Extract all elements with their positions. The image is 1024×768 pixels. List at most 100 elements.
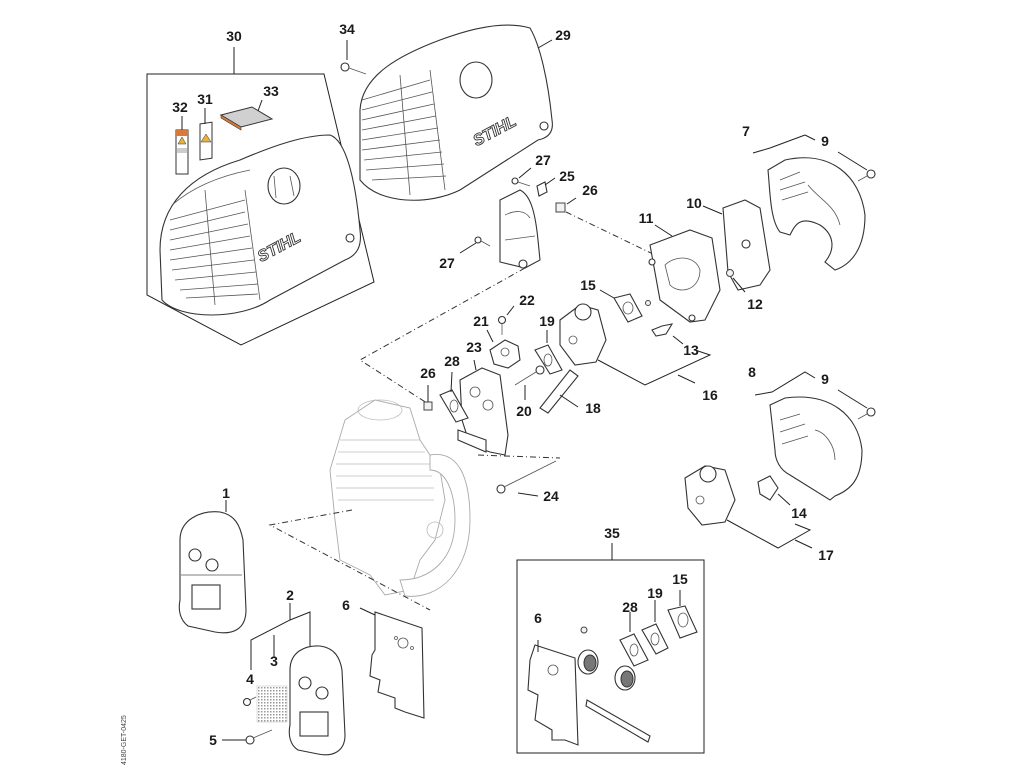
screen-3[interactable]: [256, 685, 288, 723]
gasket-set-35: [516, 543, 705, 754]
carburetor-17[interactable]: [684, 465, 736, 526]
filter-cover-7[interactable]: [767, 157, 866, 271]
callout-4[interactable]: 4: [246, 671, 254, 687]
callout-26-mid[interactable]: 26: [420, 365, 436, 381]
callout-32[interactable]: 32: [172, 99, 188, 115]
gasket-28-kit[interactable]: [619, 612, 649, 667]
screw-27-left[interactable]: [459, 236, 491, 254]
filter-cover-8[interactable]: [769, 396, 863, 501]
callout-33[interactable]: 33: [263, 83, 279, 99]
bracket-21[interactable]: [486, 329, 521, 369]
callout-24[interactable]: 24: [543, 488, 559, 504]
callout-28-kit[interactable]: 28: [622, 599, 638, 615]
heat-shield-6[interactable]: [359, 607, 425, 719]
screw-20[interactable]: [514, 365, 545, 400]
nut-12[interactable]: [726, 269, 746, 293]
callout-28[interactable]: 28: [444, 353, 460, 369]
callout-15[interactable]: 15: [580, 277, 596, 293]
callout-11[interactable]: 11: [639, 210, 654, 226]
intake-boot[interactable]: [499, 189, 541, 269]
callout-12[interactable]: 12: [747, 296, 763, 312]
assembly-line: [565, 211, 656, 256]
leader-29: [537, 39, 553, 49]
drawing-code: 4180-GET-0425: [121, 715, 128, 765]
callout-25[interactable]: 25: [559, 168, 575, 184]
seal-kit-2[interactable]: [614, 665, 636, 691]
gasket-19-kit[interactable]: [641, 600, 669, 655]
callout-16[interactable]: 16: [702, 387, 718, 403]
callout-35[interactable]: 35: [604, 525, 620, 541]
screw-5[interactable]: [222, 729, 273, 745]
callout-13[interactable]: 13: [683, 342, 699, 358]
callout-8[interactable]: 8: [748, 364, 756, 380]
callout-15-kit[interactable]: 15: [672, 571, 688, 587]
callout-10[interactable]: 10: [686, 195, 702, 211]
callout-26-top[interactable]: 26: [582, 182, 598, 198]
leader-7: [752, 134, 806, 154]
decal-33[interactable]: [219, 106, 274, 131]
callout-19-kit[interactable]: 19: [647, 585, 663, 601]
gasket-15[interactable]: [599, 289, 643, 323]
decal-31[interactable]: [199, 121, 213, 161]
gasket-19[interactable]: [534, 330, 563, 375]
leader-16-bracket: [597, 349, 712, 386]
bolt-24[interactable]: [496, 460, 557, 497]
callout-21[interactable]: 21: [473, 313, 489, 329]
muffler-2[interactable]: [288, 645, 346, 756]
manifold-23[interactable]: [457, 359, 509, 456]
choke-13[interactable]: [651, 323, 684, 345]
callout-6-kit[interactable]: 6: [534, 610, 542, 626]
callout-9-top[interactable]: 9: [821, 133, 829, 149]
seal-kit-1[interactable]: [577, 649, 599, 675]
callout-18[interactable]: 18: [585, 400, 601, 416]
callout-20[interactable]: 20: [516, 403, 532, 419]
leader-8: [754, 371, 816, 396]
screw-9-top[interactable]: [837, 151, 876, 182]
nut-26-mid[interactable]: [423, 385, 433, 411]
callout-17[interactable]: 17: [818, 547, 834, 563]
choke-14[interactable]: [757, 475, 791, 506]
decal-32[interactable]: [175, 129, 189, 175]
callout-1[interactable]: 1: [222, 485, 230, 501]
air-filter-10[interactable]: [702, 199, 771, 291]
callout-27-top[interactable]: 27: [535, 152, 551, 168]
callout-31[interactable]: 31: [197, 91, 213, 107]
nut-26-top[interactable]: [555, 197, 577, 213]
callout-27-left[interactable]: 27: [439, 255, 455, 271]
callout-7[interactable]: 7: [742, 123, 750, 139]
screw-27-top[interactable]: [511, 167, 532, 187]
kit-30-frame: [146, 73, 375, 346]
screw-22[interactable]: [497, 305, 515, 335]
callout-6[interactable]: 6: [342, 597, 350, 613]
callout-22[interactable]: 22: [519, 292, 535, 308]
shroud-29[interactable]: STIHL: [359, 24, 553, 201]
callout-2[interactable]: 2: [286, 587, 294, 603]
callout-9-bottom[interactable]: 9: [821, 371, 829, 387]
screw-4[interactable]: [242, 696, 257, 707]
shroud-kit-30: STIHL: [146, 47, 375, 346]
gasket-15-kit[interactable]: [667, 590, 698, 639]
hose-18[interactable]: [539, 369, 579, 414]
shroud-left[interactable]: STIHL: [159, 134, 362, 316]
callout-30[interactable]: 30: [226, 28, 242, 44]
muffler-1[interactable]: [178, 500, 247, 634]
kit-35-frame: [516, 559, 705, 754]
carburetor-16[interactable]: [559, 303, 607, 366]
callout-labels: 30 34 29 32 31 33 27 25 26 27 7 9 10 11 …: [172, 21, 834, 748]
heat-shield-6-kit[interactable]: [527, 640, 579, 746]
assembly-line: [477, 454, 561, 459]
screw-9-bottom[interactable]: [837, 389, 876, 420]
filter-base-11[interactable]: [648, 224, 721, 323]
callout-19[interactable]: 19: [539, 313, 555, 329]
screw-34[interactable]: [340, 40, 367, 75]
callout-5[interactable]: 5: [209, 732, 217, 748]
callout-3[interactable]: 3: [270, 653, 278, 669]
callout-29[interactable]: 29: [555, 27, 571, 43]
gasket-28[interactable]: [439, 371, 469, 423]
callout-34[interactable]: 34: [339, 21, 355, 37]
callout-23[interactable]: 23: [466, 339, 482, 355]
tool-kit[interactable]: [585, 699, 651, 743]
callout-14[interactable]: 14: [791, 505, 807, 521]
clamp-25[interactable]: [536, 177, 556, 197]
nut-kit[interactable]: [580, 626, 588, 634]
